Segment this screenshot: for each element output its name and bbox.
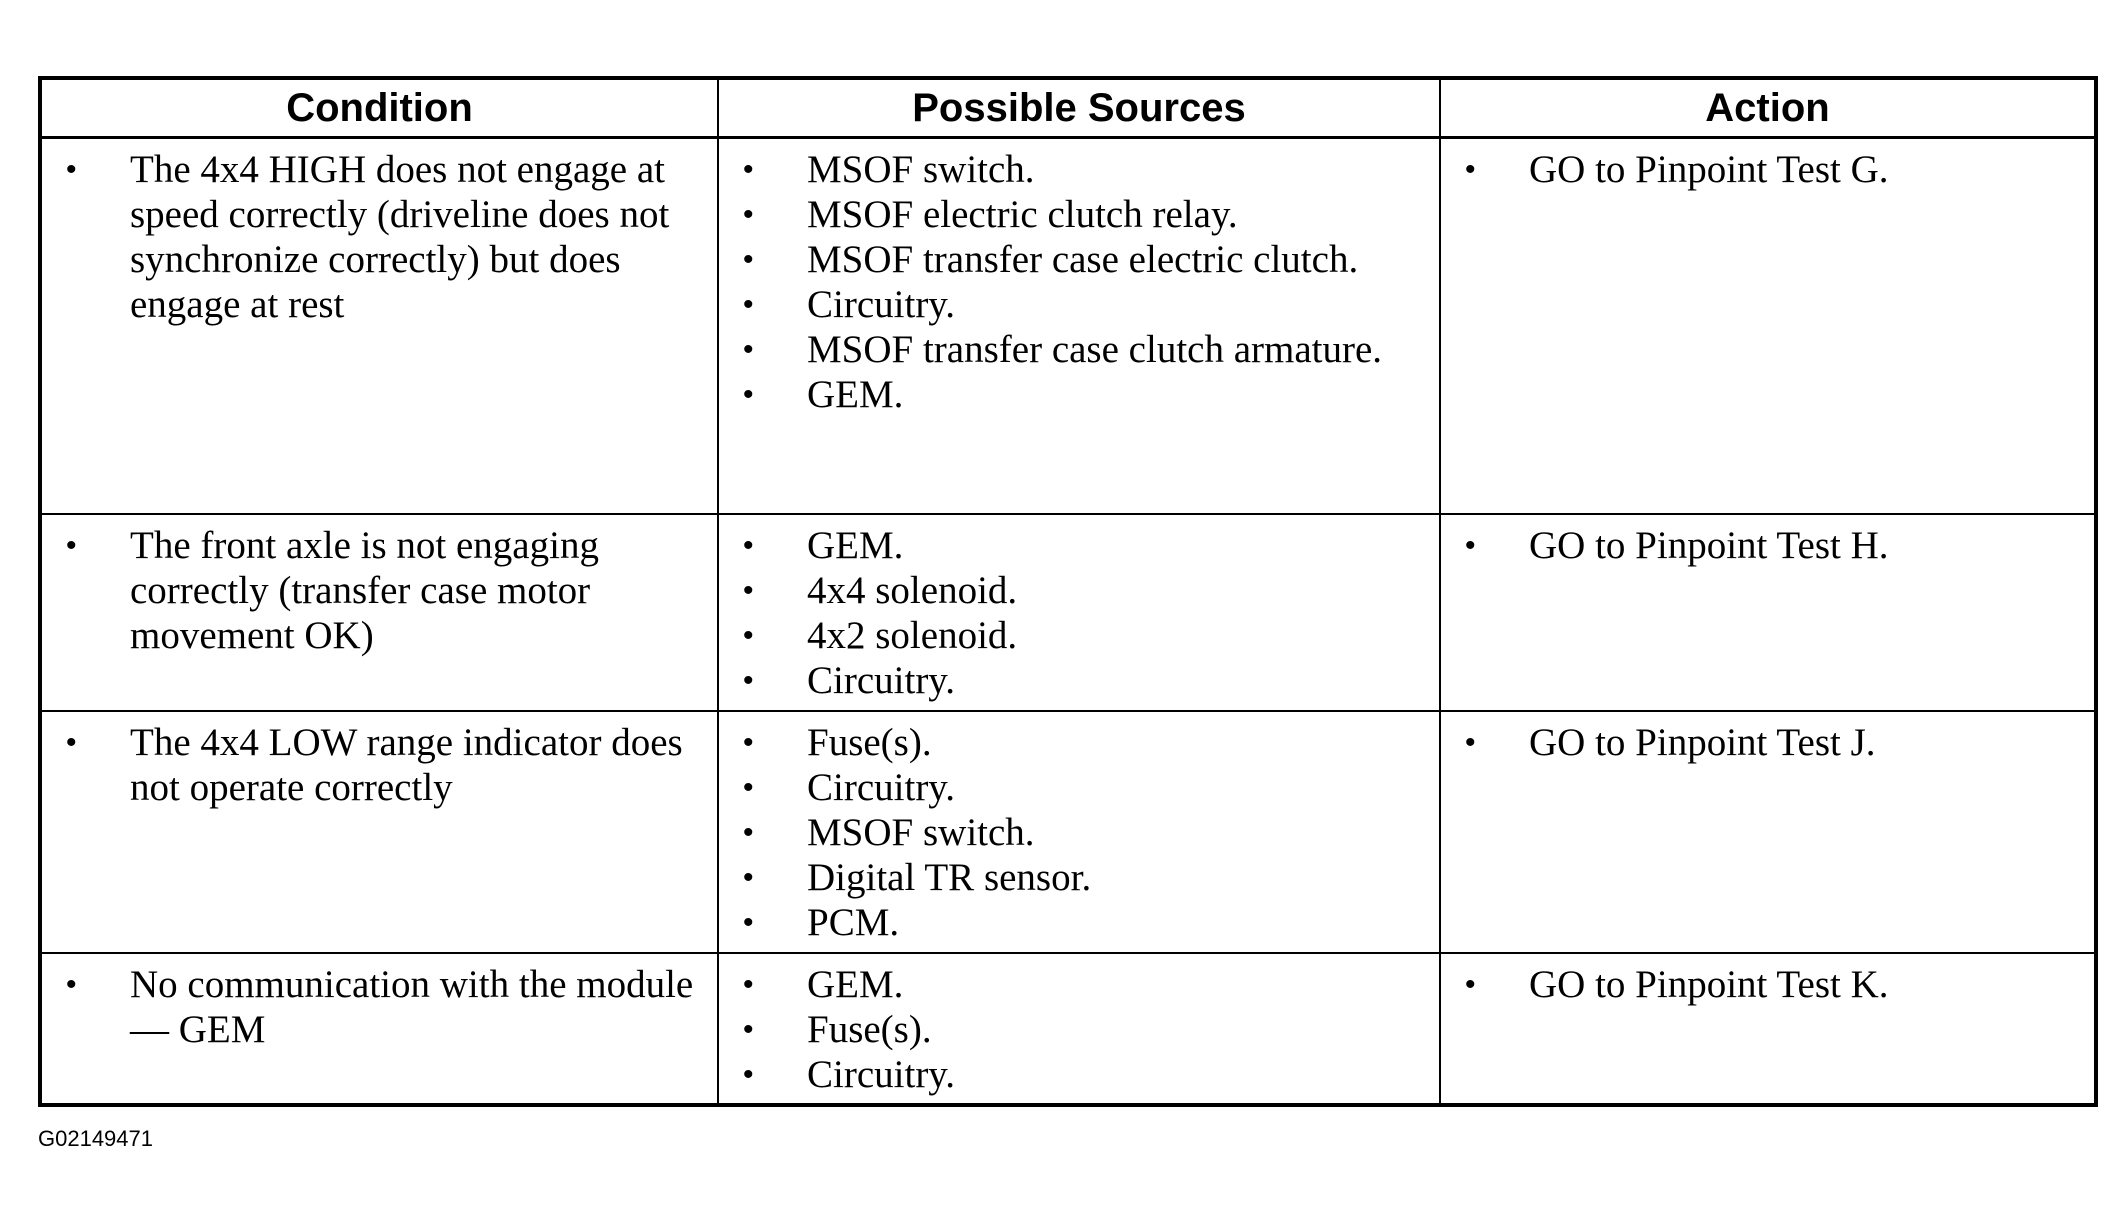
source-item: GEM.	[729, 372, 1429, 417]
header-row: Condition Possible Sources Action	[39, 77, 2097, 139]
condition-header: Condition	[39, 77, 719, 139]
sources-cell: Fuse(s). Circuitry. MSOF switch. Digital…	[717, 709, 1441, 954]
condition-text: The 4x4 LOW range indicator does not ope…	[52, 720, 707, 810]
action-text: GO to Pinpoint Test K.	[1451, 962, 2084, 1007]
source-item: Circuitry.	[729, 658, 1429, 703]
action-list: GO to Pinpoint Test J.	[1451, 720, 2084, 765]
source-item: Fuse(s).	[729, 1007, 1429, 1052]
table-row: The front axle is not engaging correctly…	[39, 512, 2097, 712]
sources-list: GEM. Fuse(s). Circuitry.	[729, 962, 1429, 1097]
condition-cell: The 4x4 LOW range indicator does not ope…	[39, 709, 719, 954]
action-list: GO to Pinpoint Test K.	[1451, 962, 2084, 1007]
source-item: Circuitry.	[729, 765, 1429, 810]
action-cell: GO to Pinpoint Test K.	[1439, 951, 2097, 1106]
sources-list: GEM. 4x4 solenoid. 4x2 solenoid. Circuit…	[729, 523, 1429, 703]
condition-text: The front axle is not engaging correctly…	[52, 523, 707, 658]
action-text: GO to Pinpoint Test H.	[1451, 523, 2084, 568]
condition-list: The 4x4 HIGH does not engage at speed co…	[52, 147, 707, 327]
source-item: 4x4 solenoid.	[729, 568, 1429, 613]
table-row: The 4x4 HIGH does not engage at speed co…	[39, 136, 2097, 515]
source-item: Digital TR sensor.	[729, 855, 1429, 900]
condition-list: The 4x4 LOW range indicator does not ope…	[52, 720, 707, 810]
condition-cell: The 4x4 HIGH does not engage at speed co…	[39, 136, 719, 515]
sources-cell: MSOF switch. MSOF electric clutch relay.…	[717, 136, 1441, 515]
source-item: Circuitry.	[729, 1052, 1429, 1097]
action-text: GO to Pinpoint Test J.	[1451, 720, 2084, 765]
sources-cell: GEM. Fuse(s). Circuitry.	[717, 951, 1441, 1106]
condition-text: No communication with the module — GEM	[52, 962, 707, 1052]
condition-cell: The front axle is not engaging correctly…	[39, 512, 719, 712]
source-item: PCM.	[729, 900, 1429, 945]
condition-list: The front axle is not engaging correctly…	[52, 523, 707, 658]
condition-list: No communication with the module — GEM	[52, 962, 707, 1052]
source-item: GEM.	[729, 962, 1429, 1007]
possible-sources-header: Possible Sources	[717, 77, 1441, 139]
diagnosis-table: Condition Possible Sources Action The 4x…	[38, 76, 2098, 1107]
sources-list: Fuse(s). Circuitry. MSOF switch. Digital…	[729, 720, 1429, 945]
sources-list: MSOF switch. MSOF electric clutch relay.…	[729, 147, 1429, 417]
figure-id: G02149471	[38, 1126, 153, 1151]
source-item: MSOF transfer case electric clutch.	[729, 237, 1429, 282]
source-item: GEM.	[729, 523, 1429, 568]
source-item: MSOF switch.	[729, 810, 1429, 855]
table-row: No communication with the module — GEM G…	[39, 951, 2097, 1106]
action-list: GO to Pinpoint Test H.	[1451, 523, 2084, 568]
action-cell: GO to Pinpoint Test G.	[1439, 136, 2097, 515]
source-item: Fuse(s).	[729, 720, 1429, 765]
action-header: Action	[1439, 77, 2097, 139]
condition-text: The 4x4 HIGH does not engage at speed co…	[52, 147, 707, 327]
source-item: MSOF electric clutch relay.	[729, 192, 1429, 237]
condition-cell: No communication with the module — GEM	[39, 951, 719, 1106]
source-item: MSOF transfer case clutch armature.	[729, 327, 1429, 372]
action-cell: GO to Pinpoint Test J.	[1439, 709, 2097, 954]
sources-cell: GEM. 4x4 solenoid. 4x2 solenoid. Circuit…	[717, 512, 1441, 712]
action-text: GO to Pinpoint Test G.	[1451, 147, 2084, 192]
source-item: Circuitry.	[729, 282, 1429, 327]
source-item: 4x2 solenoid.	[729, 613, 1429, 658]
table-row: The 4x4 LOW range indicator does not ope…	[39, 709, 2097, 954]
action-list: GO to Pinpoint Test G.	[1451, 147, 2084, 192]
source-item: MSOF switch.	[729, 147, 1429, 192]
action-cell: GO to Pinpoint Test H.	[1439, 512, 2097, 712]
